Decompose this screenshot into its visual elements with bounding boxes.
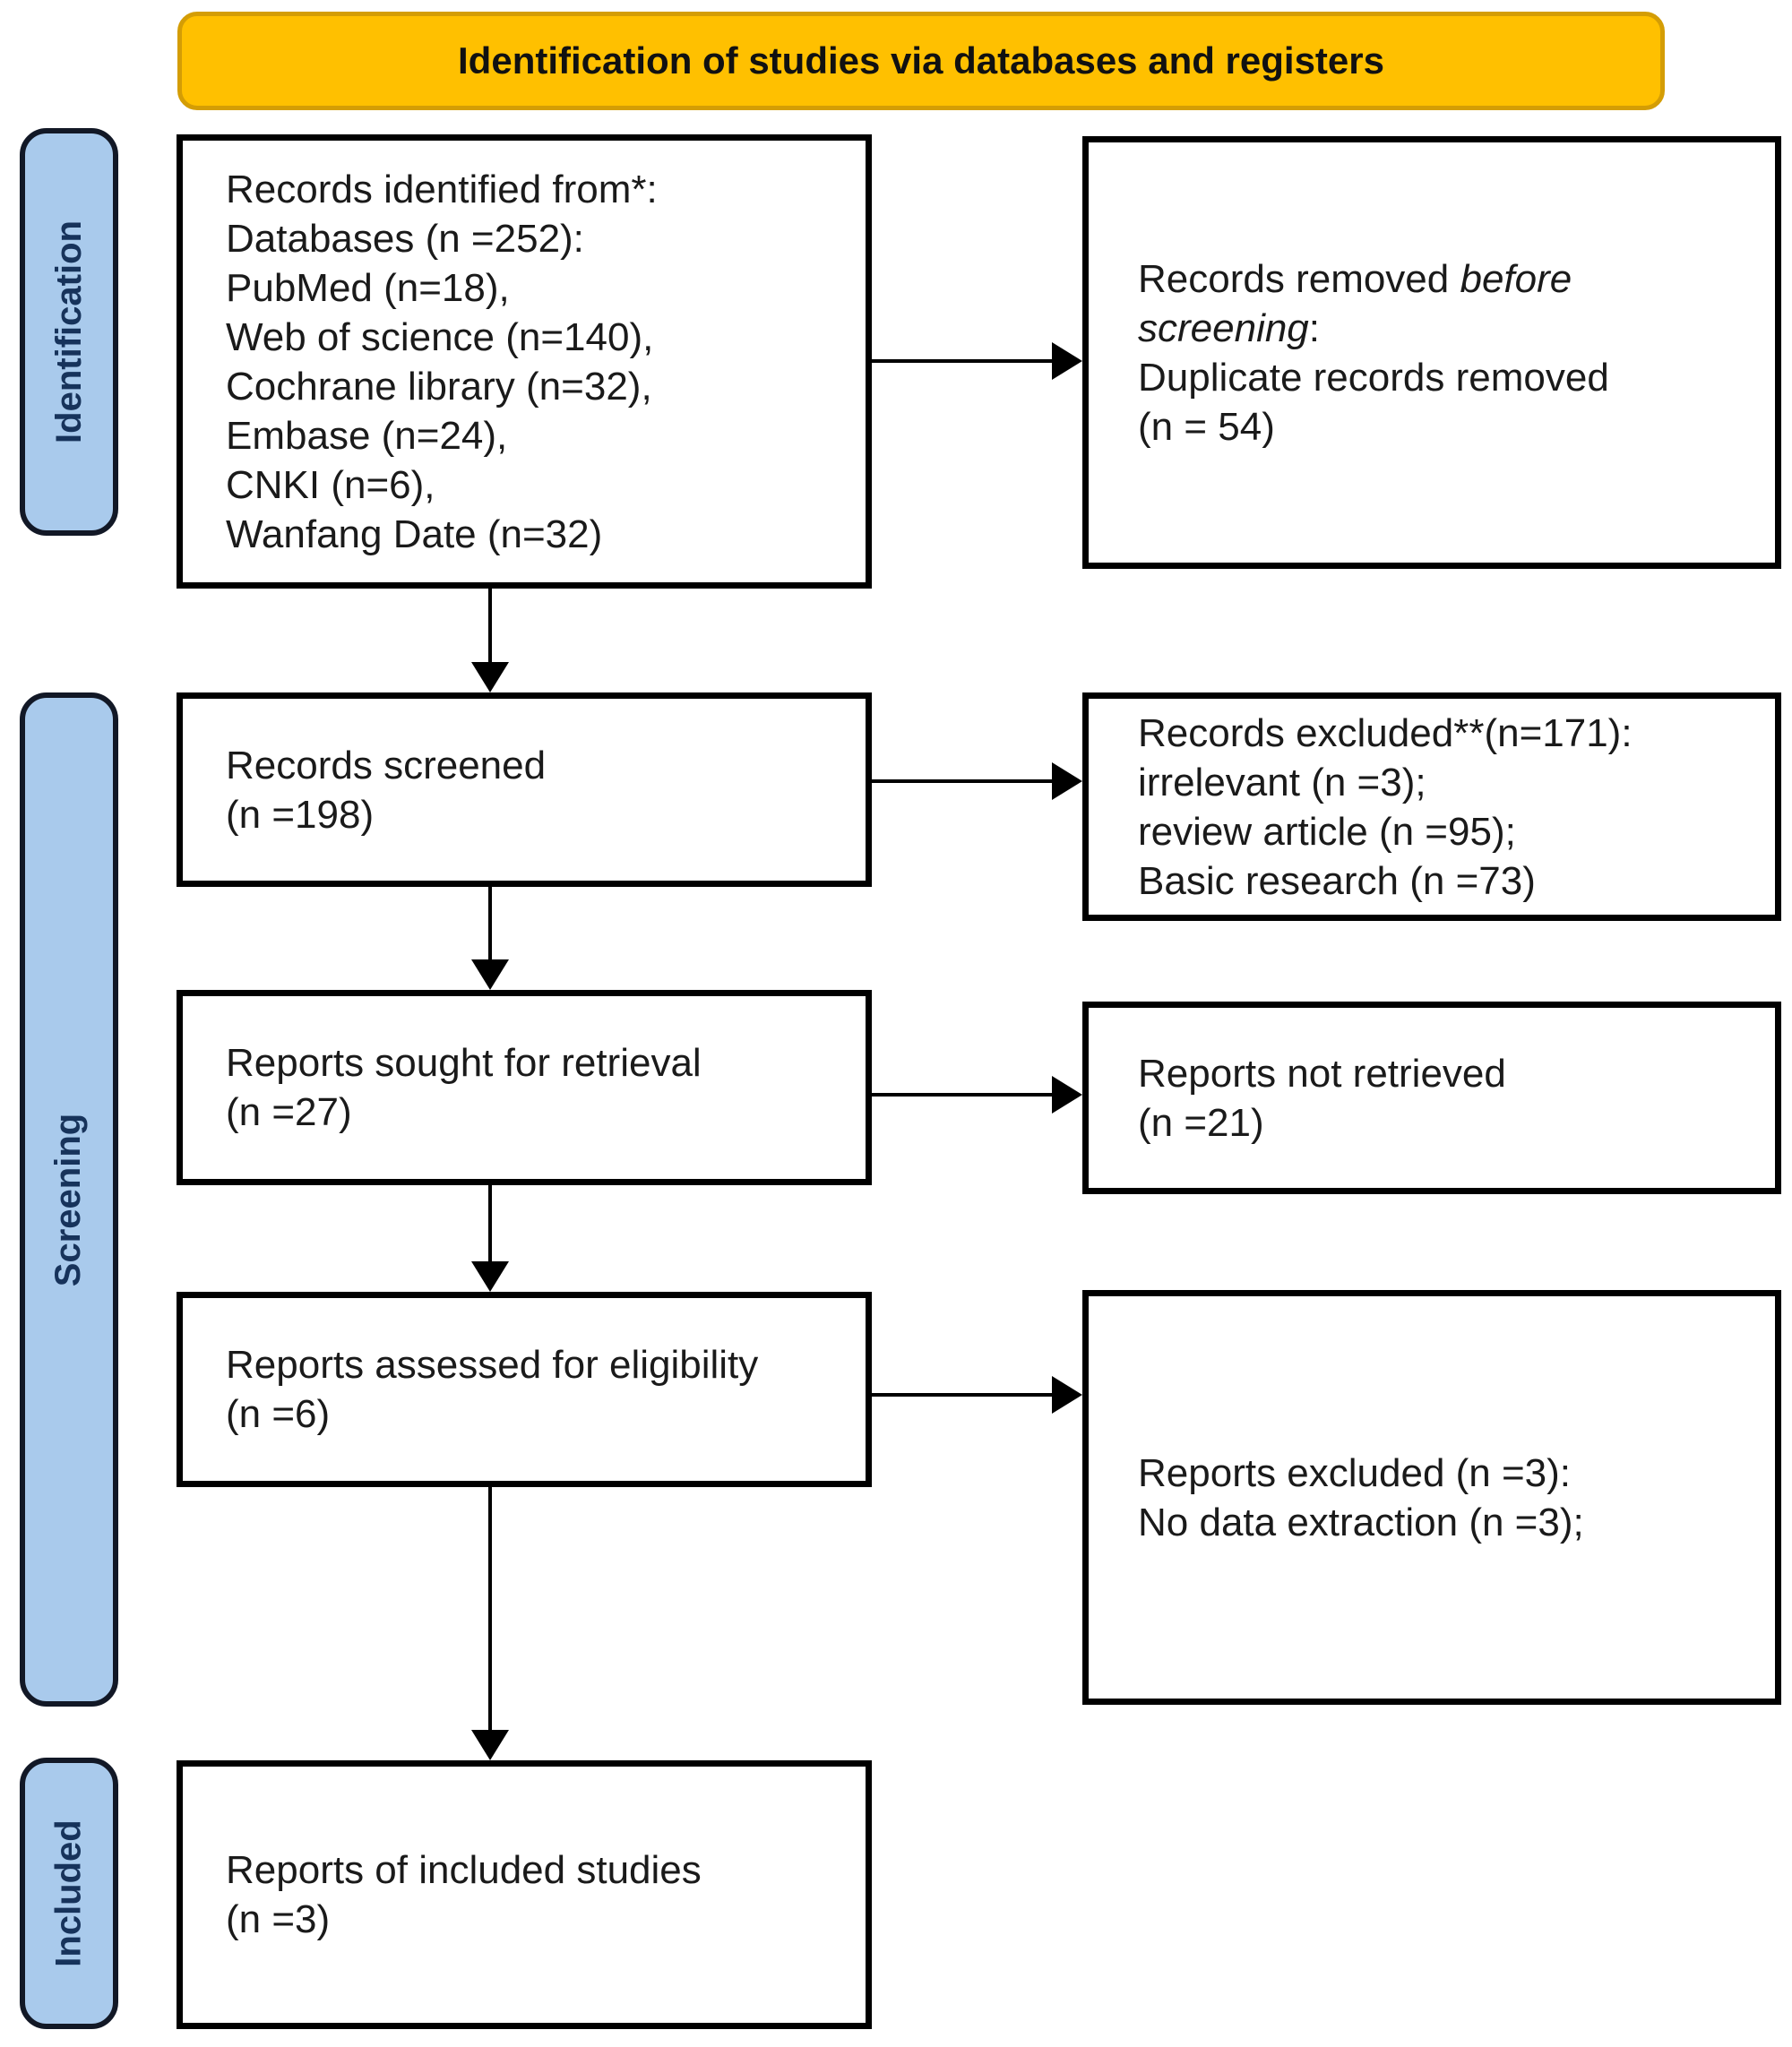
duplicates-removed-line1: Duplicate records removed bbox=[1138, 355, 1609, 400]
reports-excluded-line: Reports excluded (n =3): bbox=[1138, 1450, 1572, 1495]
records-identified-item: Databases (n =252): bbox=[226, 216, 584, 261]
stage-label-included: Included bbox=[48, 1819, 89, 1967]
records-excluded-line: irrelevant (n =3); bbox=[1138, 760, 1426, 804]
box-reports-assessed: Reports assessed for eligibility (n =6) bbox=[177, 1292, 872, 1487]
stage-label-identification: Identification bbox=[48, 220, 89, 443]
records-removed-line2: screening: bbox=[1089, 304, 1775, 353]
box-reports-sought: Reports sought for retrieval (n =27) bbox=[177, 990, 872, 1185]
arrow-identified-to-removed bbox=[872, 359, 1052, 363]
diagram-title-banner: Identification of studies via databases … bbox=[177, 12, 1665, 110]
records-identified-item: CNKI (n=6), bbox=[226, 462, 435, 507]
stage-label-screening: Screening bbox=[48, 1113, 89, 1286]
reports-not-retrieved-line2: (n =21) bbox=[1138, 1100, 1264, 1145]
records-removed-text: Records removed bbox=[1138, 256, 1460, 301]
included-studies-line1: Reports of included studies bbox=[226, 1848, 702, 1892]
records-identified-item: Cochrane library (n=32), bbox=[226, 364, 652, 409]
diagram-title: Identification of studies via databases … bbox=[458, 39, 1384, 82]
arrow-screened-to-excluded bbox=[872, 779, 1052, 783]
arrow-sought-to-not-retrieved bbox=[872, 1093, 1052, 1097]
records-excluded-line: Basic research (n =73) bbox=[1138, 858, 1536, 903]
box-records-removed: Records removed before screening: Duplic… bbox=[1082, 136, 1781, 569]
arrow-sought-to-assessed bbox=[488, 1185, 492, 1261]
stage-bar-included: Included bbox=[20, 1758, 118, 2029]
records-identified-item: Embase (n=24), bbox=[226, 413, 508, 458]
records-removed-italic-before: before bbox=[1460, 256, 1572, 301]
box-included-studies: Reports of included studies (n =3) bbox=[177, 1760, 872, 2029]
box-records-screened: Records screened (n =198) bbox=[177, 692, 872, 887]
box-records-excluded: Records excluded**(n=171): irrelevant (n… bbox=[1082, 692, 1781, 921]
included-studies-line2: (n =3) bbox=[226, 1897, 331, 1941]
records-identified-item: PubMed (n=18), bbox=[226, 265, 510, 310]
records-identified-item: Web of science (n=140), bbox=[226, 314, 654, 359]
reports-excluded-line: No data extraction (n =3); bbox=[1138, 1500, 1584, 1544]
reports-assessed-line1: Reports assessed for eligibility bbox=[226, 1343, 759, 1387]
reports-sought-line1: Reports sought for retrieval bbox=[226, 1041, 702, 1085]
box-records-identified: Records identified from*: Databases (n =… bbox=[177, 134, 872, 589]
records-identified-title: Records identified from*: bbox=[226, 167, 658, 211]
records-screened-line2: (n =198) bbox=[226, 792, 375, 837]
box-reports-not-retrieved: Reports not retrieved (n =21) bbox=[1082, 1002, 1781, 1194]
arrow-assessed-to-reports-excluded bbox=[872, 1393, 1052, 1397]
box-reports-excluded: Reports excluded (n =3): No data extract… bbox=[1082, 1290, 1781, 1705]
arrow-identified-to-screened bbox=[488, 589, 492, 662]
records-identified-item: Wanfang Date (n=32) bbox=[226, 512, 603, 556]
records-removed-line1: Records removed before bbox=[1089, 254, 1775, 304]
records-removed-italic-screening: screening bbox=[1138, 305, 1309, 350]
reports-assessed-line2: (n =6) bbox=[226, 1392, 331, 1436]
records-removed-colon: : bbox=[1308, 305, 1321, 350]
arrow-screened-to-sought bbox=[488, 887, 492, 959]
reports-not-retrieved-line1: Reports not retrieved bbox=[1138, 1051, 1506, 1096]
duplicates-removed-line2: (n = 54) bbox=[1138, 404, 1275, 449]
records-screened-line1: Records screened bbox=[226, 743, 547, 787]
reports-sought-line2: (n =27) bbox=[226, 1090, 352, 1134]
records-excluded-line: review article (n =95); bbox=[1138, 809, 1516, 854]
records-excluded-line: Records excluded**(n=171): bbox=[1138, 710, 1633, 755]
stage-bar-screening: Screening bbox=[20, 692, 118, 1707]
arrow-assessed-to-included bbox=[488, 1487, 492, 1730]
stage-bar-identification: Identification bbox=[20, 128, 118, 536]
